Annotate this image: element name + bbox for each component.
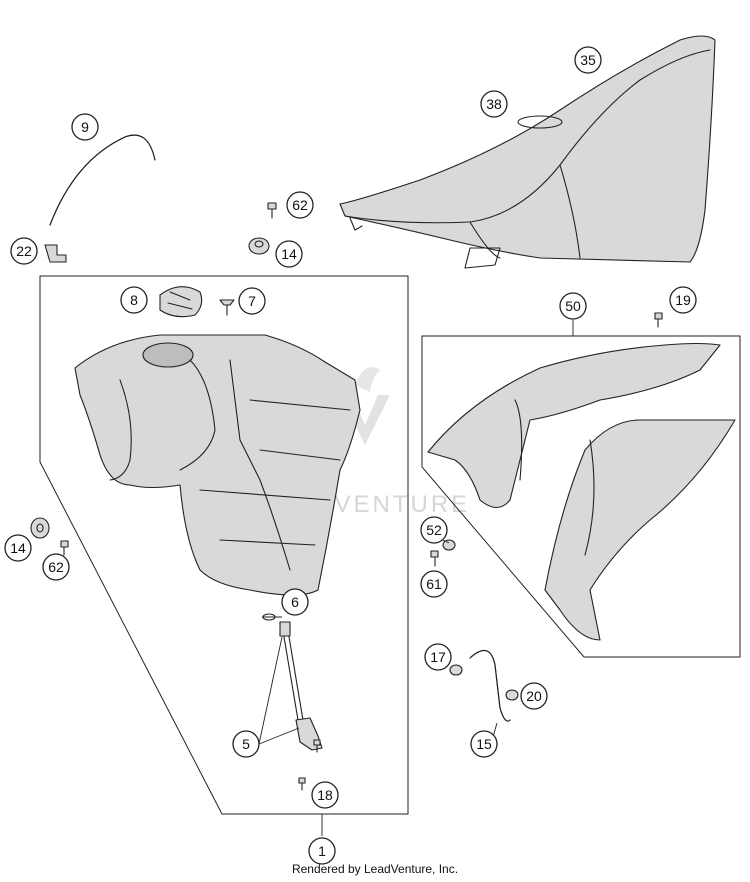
- callout-22: 22: [10, 237, 38, 265]
- callout-52-label: 52: [426, 522, 442, 538]
- callout-7-label: 7: [248, 293, 256, 309]
- vent-hose: [49, 134, 156, 226]
- callout-5-label: 5: [242, 736, 250, 752]
- seat: [339, 35, 716, 269]
- callout-8: 8: [120, 286, 148, 314]
- fuel-pump: [262, 613, 323, 751]
- callout-61-label: 61: [426, 576, 442, 592]
- callout-18: 18: [311, 781, 339, 809]
- screw-61: [430, 550, 439, 567]
- callout-35-label: 35: [580, 52, 596, 68]
- callout-18-label: 18: [317, 787, 333, 803]
- bolt-left: [60, 540, 69, 556]
- callout-62-top-label: 62: [292, 197, 308, 213]
- breather-valve: [219, 299, 235, 316]
- callout-50: 50: [559, 292, 587, 320]
- callout-1-label: 1: [318, 843, 326, 859]
- callout-19: 19: [669, 286, 697, 314]
- callout-62-top: 62: [286, 191, 314, 219]
- callout-52: 52: [420, 516, 448, 544]
- callout-17: 17: [424, 643, 452, 671]
- callout-38-label: 38: [486, 96, 502, 112]
- callout-6: 6: [281, 588, 309, 616]
- hose-clamp-17: [449, 664, 463, 676]
- callout-15: 15: [470, 730, 498, 758]
- callout-9: 9: [71, 113, 99, 141]
- clip-52: [442, 539, 456, 551]
- callout-62-left-label: 62: [48, 559, 64, 575]
- callout-7: 7: [238, 287, 266, 315]
- callout-50-label: 50: [565, 298, 581, 314]
- fuel-hose: [469, 649, 511, 722]
- bolts-18: [298, 739, 321, 791]
- callout-38: 38: [480, 90, 508, 118]
- callout-35: 35: [574, 46, 602, 74]
- callout-19-label: 19: [675, 292, 691, 308]
- bushing-top: [248, 237, 270, 255]
- tank-group-frame: [39, 275, 409, 815]
- shroud-group-frame: [421, 335, 741, 658]
- radiator-shroud-outer: [427, 342, 721, 509]
- hose-clamp-20: [505, 689, 519, 701]
- callout-15-label: 15: [476, 736, 492, 752]
- callout-14-top: 14: [275, 240, 303, 268]
- elbow-fitting: [44, 244, 67, 263]
- callout-62-left: 62: [42, 553, 70, 581]
- bolt-19: [654, 312, 663, 328]
- callout-17-label: 17: [430, 649, 446, 665]
- callout-6-label: 6: [291, 594, 299, 610]
- bolt-top: [267, 202, 277, 219]
- footer-credit: Rendered by LeadVenture, Inc.: [291, 862, 459, 876]
- callout-20: 20: [520, 682, 548, 710]
- callout-9-label: 9: [81, 119, 89, 135]
- callout-5: 5: [232, 730, 260, 758]
- callout-8-label: 8: [130, 292, 138, 308]
- bushing-left: [30, 517, 50, 539]
- radiator-shroud-inner: [544, 419, 736, 641]
- callout-1: 1: [308, 837, 336, 865]
- callout-14-left-label: 14: [10, 540, 26, 556]
- callout-14-left: 14: [4, 534, 32, 562]
- callout-20-label: 20: [526, 688, 542, 704]
- callout-14-top-label: 14: [281, 246, 297, 262]
- callout-22-label: 22: [16, 243, 32, 259]
- fuel-cap: [159, 286, 203, 318]
- fuel-tank: [74, 334, 361, 596]
- callout-61: 61: [420, 570, 448, 598]
